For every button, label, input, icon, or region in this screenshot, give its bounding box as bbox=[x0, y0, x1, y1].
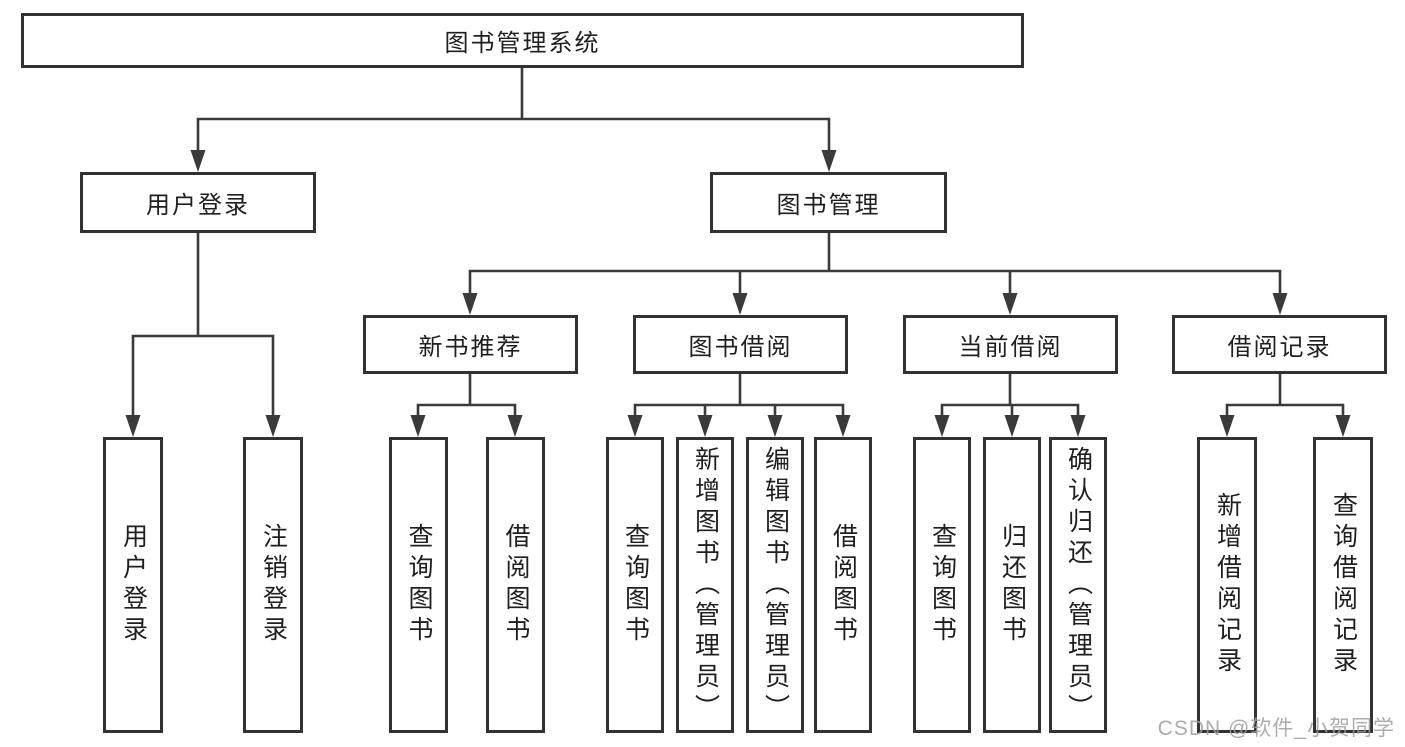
node-label: 用户登录 bbox=[119, 523, 148, 647]
leaf-add-book-admin: 新增图书（管理员） bbox=[676, 437, 734, 733]
node-label: 确认归还（管理员） bbox=[1064, 445, 1093, 725]
node-book-borrowing: 图书借阅 bbox=[633, 315, 848, 374]
node-label: 新增图书（管理员） bbox=[691, 445, 720, 725]
leaf-return-book: 归还图书 bbox=[983, 437, 1041, 733]
node-label: 借阅记录 bbox=[1227, 334, 1332, 361]
node-label: 查询图书 bbox=[928, 523, 957, 647]
node-book-management: 图书管理 bbox=[710, 172, 947, 233]
node-label: 新书推荐 bbox=[418, 334, 523, 361]
arrowhead-icons bbox=[125, 150, 1351, 437]
node-label: 图书借阅 bbox=[688, 334, 793, 361]
node-new-book-recommend: 新书推荐 bbox=[363, 315, 578, 374]
node-root-library-system: 图书管理系统 bbox=[21, 13, 1024, 68]
leaf-add-borrow-record: 新增借阅记录 bbox=[1197, 437, 1257, 733]
leaf-borrow-books-recommend: 借阅图书 bbox=[486, 437, 545, 733]
leaf-borrow-books-borrowing: 借阅图书 bbox=[814, 437, 872, 733]
node-user-login: 用户登录 bbox=[80, 172, 316, 233]
node-label: 查询图书 bbox=[621, 523, 650, 647]
node-label: 借阅图书 bbox=[502, 523, 530, 647]
node-borrow-records: 借阅记录 bbox=[1172, 315, 1387, 374]
leaf-query-books-recommend: 查询图书 bbox=[389, 437, 448, 733]
leaf-confirm-return-admin: 确认归还（管理员） bbox=[1049, 437, 1107, 733]
node-label: 注销登录 bbox=[259, 523, 288, 647]
node-label: 借阅图书 bbox=[829, 523, 858, 647]
leaf-user-login: 用户登录 bbox=[103, 437, 163, 733]
node-label: 用户登录 bbox=[146, 192, 250, 219]
leaf-logout: 注销登录 bbox=[243, 437, 303, 733]
node-label: 新增借阅记录 bbox=[1213, 492, 1242, 678]
leaf-query-books-borrowing: 查询图书 bbox=[606, 437, 664, 733]
csdn-watermark: CSDN @软件_小贺同学 bbox=[1157, 717, 1395, 740]
node-current-borrowing: 当前借阅 bbox=[903, 315, 1118, 374]
node-label: 图书管理 bbox=[776, 192, 881, 219]
node-label: 当前借阅 bbox=[958, 334, 1063, 361]
leaf-edit-book-admin: 编辑图书（管理员） bbox=[746, 437, 804, 733]
node-label: 查询图书 bbox=[405, 523, 433, 647]
leaf-query-borrow-record: 查询借阅记录 bbox=[1313, 437, 1373, 733]
node-label: 编辑图书（管理员） bbox=[761, 445, 790, 725]
leaf-query-books-current: 查询图书 bbox=[913, 437, 971, 733]
node-label: 图书管理系统 bbox=[444, 30, 601, 57]
tree-edges bbox=[131, 66, 1345, 426]
node-label: 归还图书 bbox=[998, 523, 1027, 647]
node-label: 查询借阅记录 bbox=[1329, 492, 1358, 678]
